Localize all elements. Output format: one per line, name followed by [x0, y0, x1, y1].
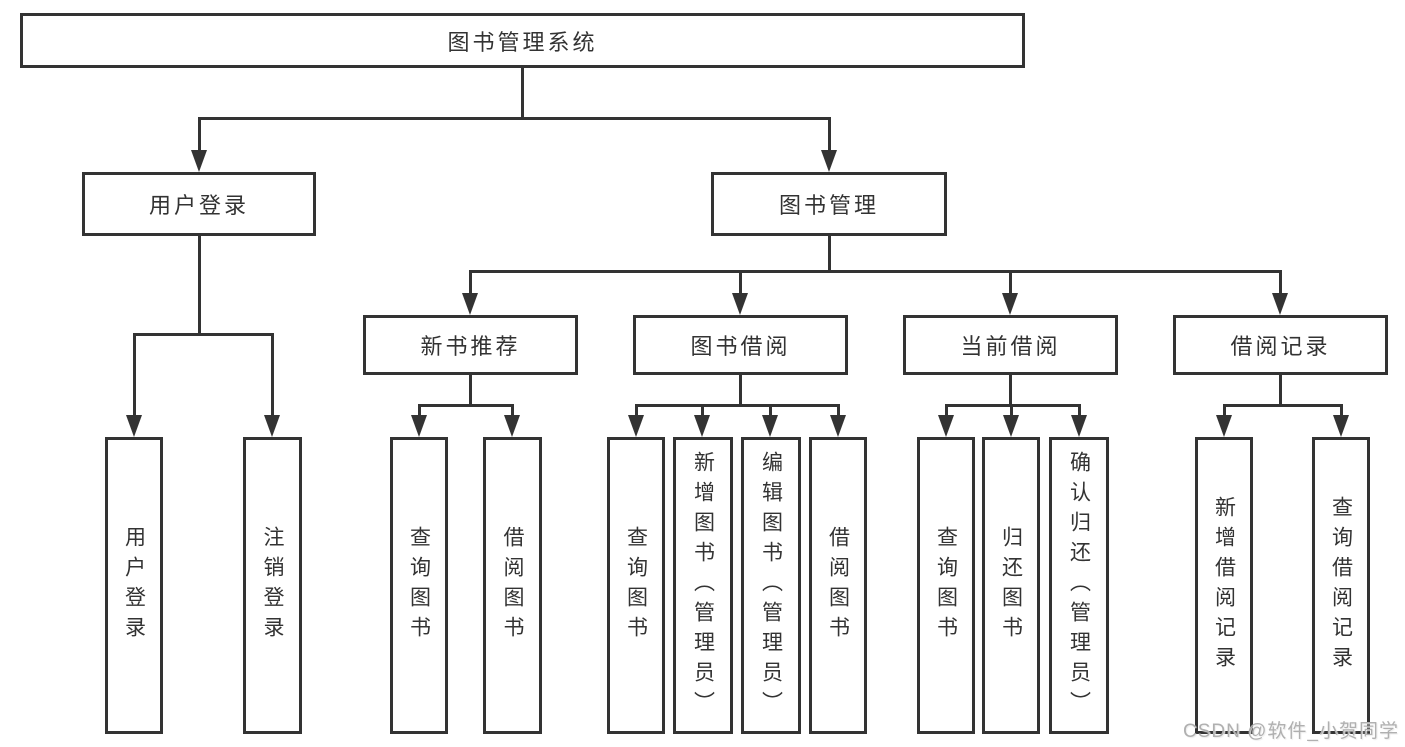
node-label: 注销登录 [261, 525, 285, 646]
leaf-edit-book-admin: 编辑图书（管理员） [741, 437, 801, 734]
arrow-down-icon [126, 415, 142, 437]
node-label: 借阅图书 [501, 525, 525, 646]
connector-line [1078, 404, 1081, 417]
node-label: 图书借阅 [690, 334, 791, 359]
connector-line [469, 375, 472, 407]
connector-line [198, 117, 201, 153]
connector-line [1009, 270, 1012, 295]
arrow-down-icon [1333, 415, 1349, 437]
arrow-down-icon [462, 293, 478, 315]
node-book-management: 图书管理 [711, 172, 947, 236]
leaf-query-books-current: 查询图书 [917, 437, 975, 734]
arrow-down-icon [1272, 293, 1288, 315]
leaf-logout: 注销登录 [243, 437, 302, 734]
node-label: 新增图书（管理员） [691, 450, 715, 721]
connector-line [469, 270, 472, 295]
arrow-down-icon [1216, 415, 1232, 437]
arrow-down-icon [694, 415, 710, 437]
arrow-down-icon [1002, 293, 1018, 315]
connector-line [511, 404, 514, 417]
node-label: 查询图书 [624, 525, 648, 646]
connector-line [828, 236, 831, 273]
arrow-down-icon [938, 415, 954, 437]
connector-line [469, 270, 1282, 273]
connector-line [1279, 270, 1282, 295]
connector-line [1223, 404, 1226, 417]
connector-line [271, 333, 274, 417]
connector-line [198, 117, 831, 120]
leaf-query-books-recommend: 查询图书 [390, 437, 448, 734]
leaf-add-borrow-record: 新增借阅记录 [1195, 437, 1253, 734]
connector-line [701, 404, 704, 417]
node-current-borrowing: 当前借阅 [903, 315, 1118, 375]
arrow-down-icon [1071, 415, 1087, 437]
leaf-add-book-admin: 新增图书（管理员） [673, 437, 733, 734]
node-label: 查询图书 [407, 525, 431, 646]
connector-line [418, 404, 421, 417]
connector-line [635, 404, 840, 407]
connector-line [418, 404, 514, 407]
connector-line [1009, 375, 1012, 407]
arrow-down-icon [191, 150, 207, 172]
node-label: 新增借阅记录 [1212, 495, 1236, 676]
node-borrowing-records: 借阅记录 [1173, 315, 1388, 375]
connector-line [945, 404, 948, 417]
node-label: 编辑图书（管理员） [759, 450, 783, 721]
leaf-borrow-books: 借阅图书 [809, 437, 867, 734]
connector-line [828, 117, 831, 153]
node-label: 用户登录 [148, 193, 249, 218]
leaf-query-borrow-record: 查询借阅记录 [1312, 437, 1370, 734]
connector-line [521, 68, 524, 120]
node-label: 新书推荐 [420, 334, 521, 359]
node-label: 用户登录 [122, 525, 146, 646]
connector-line [739, 375, 742, 407]
node-user-login-module: 用户登录 [82, 172, 316, 236]
node-label: 图书管理 [778, 193, 879, 218]
arrow-down-icon [628, 415, 644, 437]
connector-line [837, 404, 840, 417]
connector-line [133, 333, 274, 336]
leaf-return-book: 归还图书 [982, 437, 1040, 734]
node-label: 借阅图书 [826, 525, 850, 646]
leaf-user-login: 用户登录 [105, 437, 163, 734]
connector-line [635, 404, 638, 417]
node-label: 查询借阅记录 [1329, 495, 1353, 676]
arrow-down-icon [1003, 415, 1019, 437]
leaf-borrow-books-recommend: 借阅图书 [483, 437, 542, 734]
node-label: 图书管理系统 [447, 29, 598, 55]
connector-line [739, 270, 742, 295]
leaf-confirm-return-admin: 确认归还（管理员） [1049, 437, 1109, 734]
connector-line [1279, 375, 1282, 407]
node-new-book-recommendation: 新书推荐 [363, 315, 578, 375]
csdn-watermark: CSDN @软件_小贺同学 [1183, 721, 1399, 742]
connector-line [1340, 404, 1343, 417]
arrow-down-icon [411, 415, 427, 437]
arrow-down-icon [732, 293, 748, 315]
node-label: 当前借阅 [960, 334, 1061, 359]
connector-line [1010, 404, 1013, 417]
node-label: 确认归还（管理员） [1067, 450, 1091, 721]
arrow-down-icon [762, 415, 778, 437]
leaf-query-books-borrow: 查询图书 [607, 437, 665, 734]
node-label: 查询图书 [934, 525, 958, 646]
arrow-down-icon [830, 415, 846, 437]
node-root-system: 图书管理系统 [20, 13, 1025, 68]
connector-line [769, 404, 772, 417]
connector-line [1223, 404, 1343, 407]
connector-line [133, 333, 136, 417]
node-label: 借阅记录 [1230, 334, 1331, 359]
arrow-down-icon [504, 415, 520, 437]
connector-line [198, 236, 201, 336]
arrow-down-icon [264, 415, 280, 437]
node-book-borrowing: 图书借阅 [633, 315, 848, 375]
arrow-down-icon [821, 150, 837, 172]
node-label: 归还图书 [999, 525, 1023, 646]
